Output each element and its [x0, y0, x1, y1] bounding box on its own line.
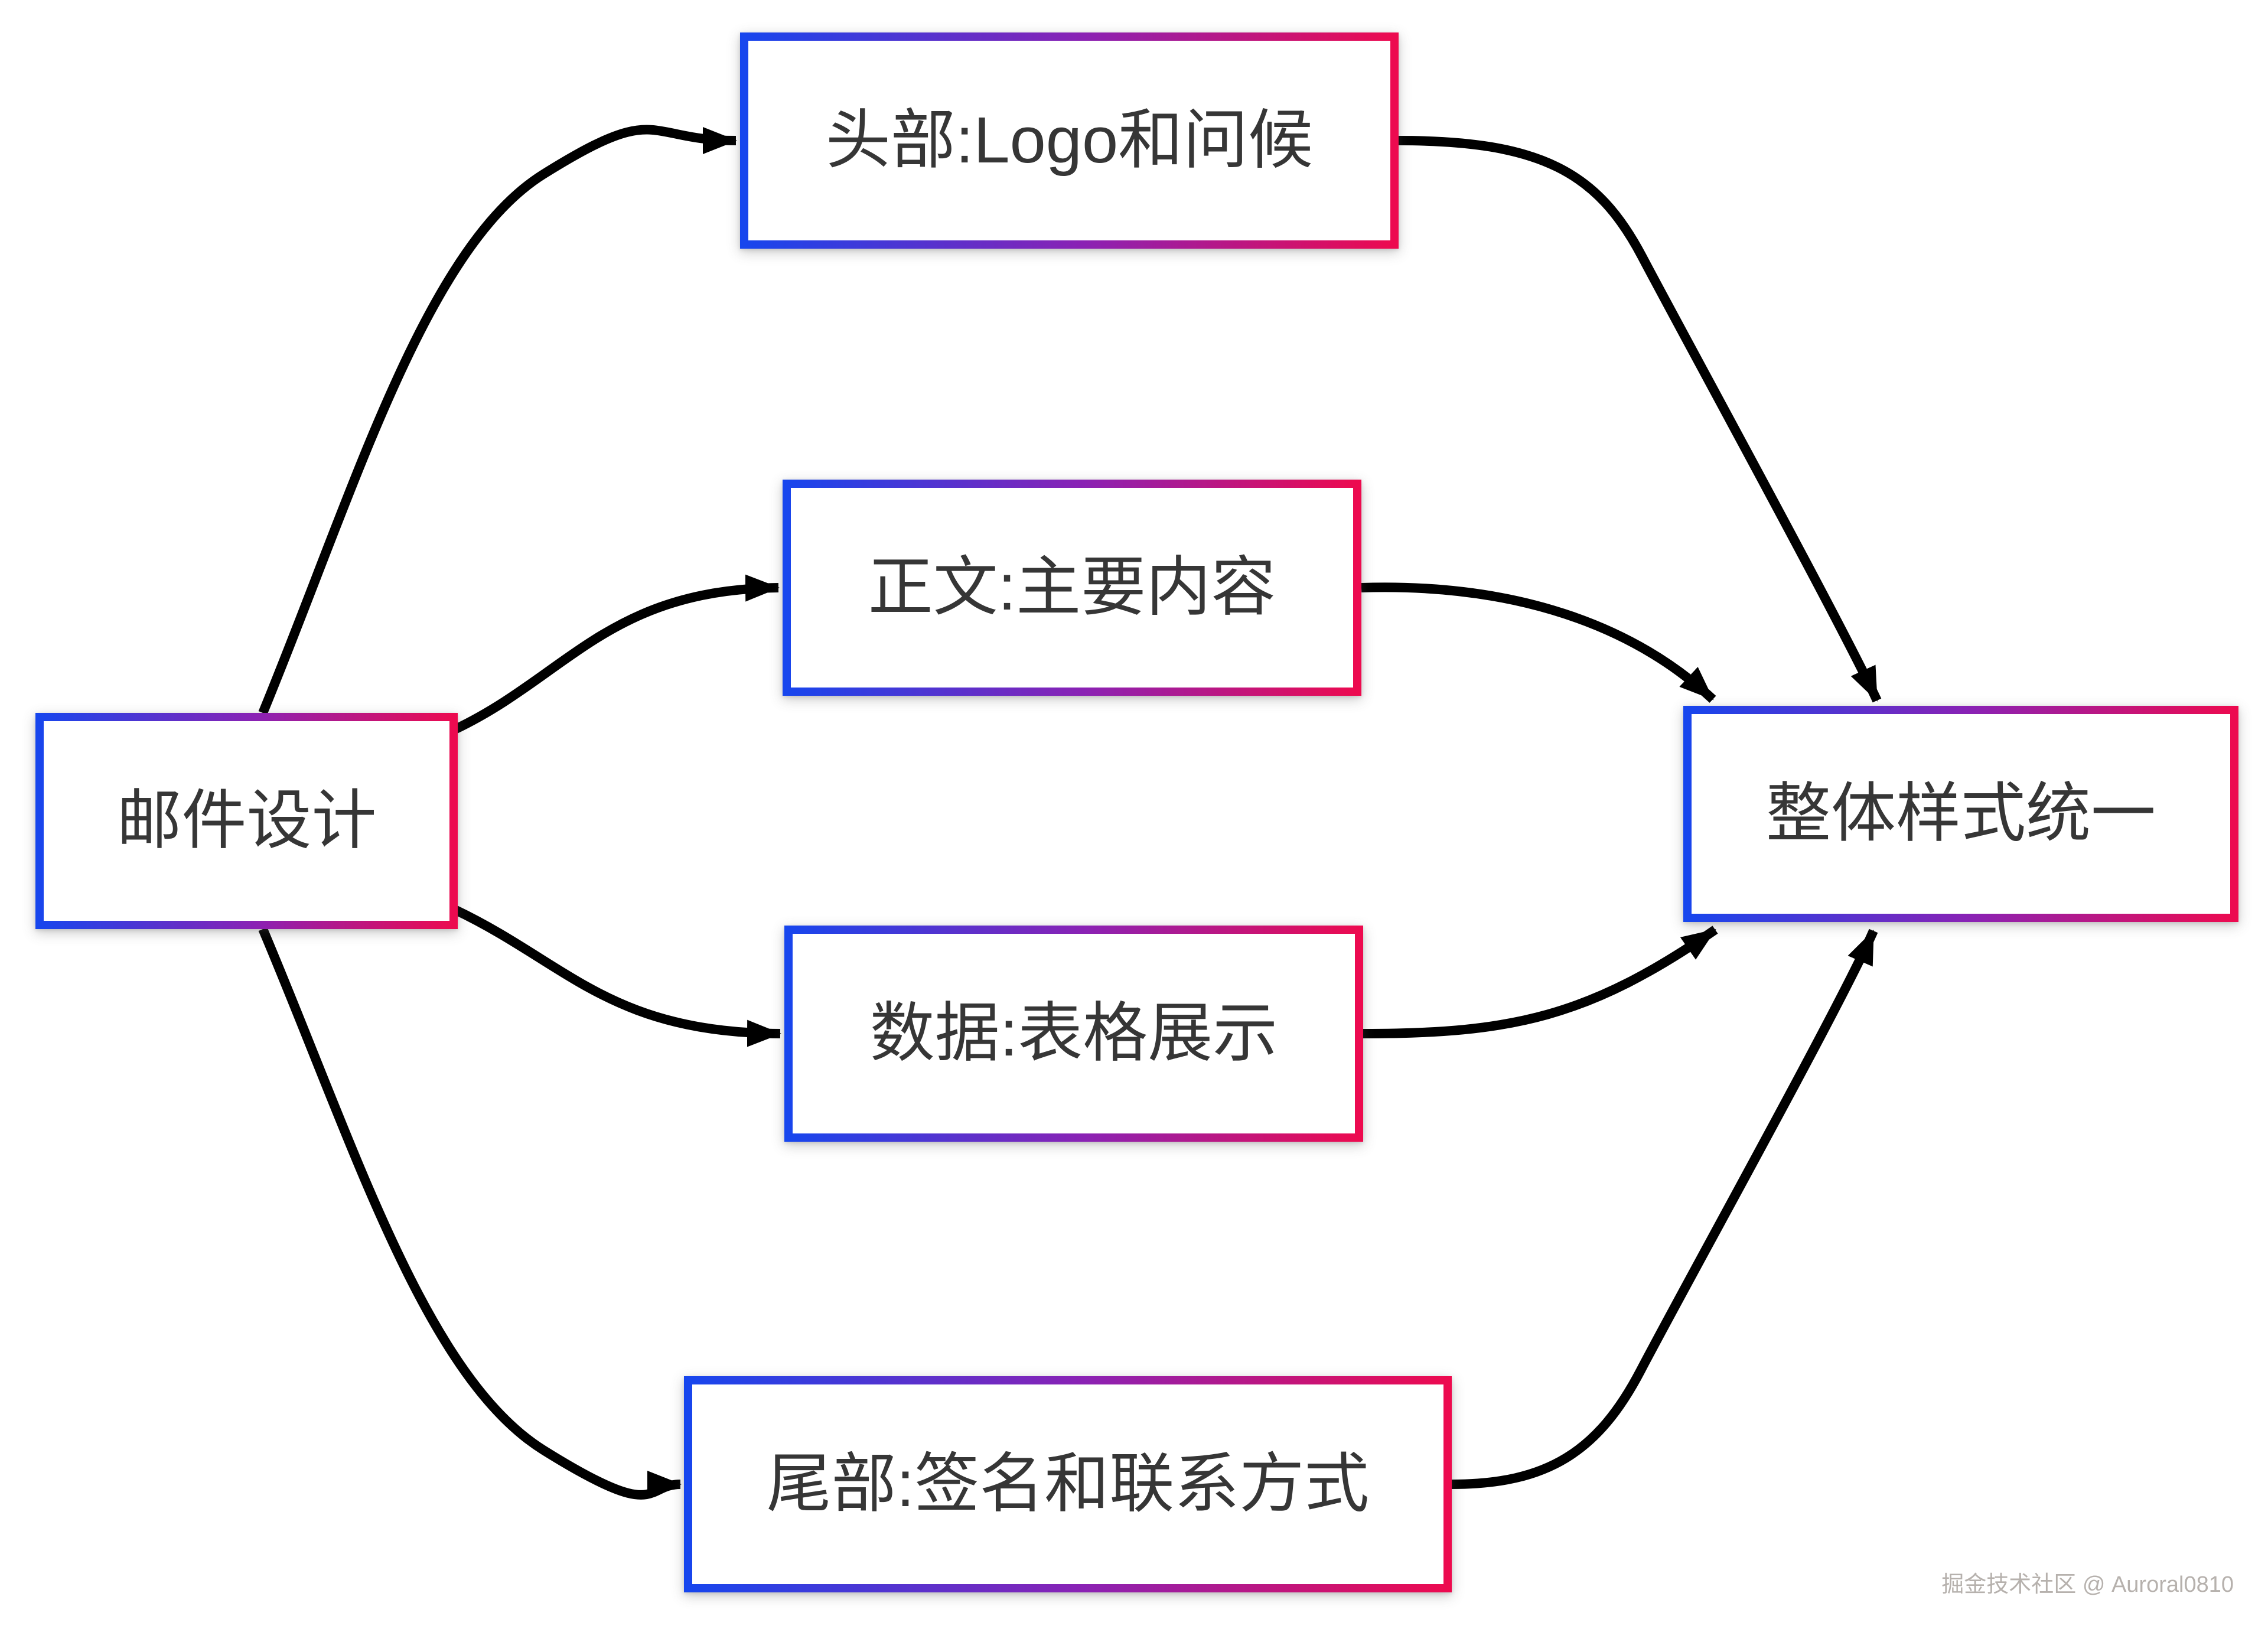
node-footer-signature-contact-label: 尾部:签名和联系方式 — [766, 1448, 1370, 1520]
edge-email-to-body — [452, 574, 780, 734]
node-header-logo-greeting-body: 头部:Logo和问候 — [748, 41, 1390, 240]
node-footer-signature-contact: 尾部:签名和联系方式 — [684, 1376, 1452, 1592]
node-email-design-label: 邮件设计 — [116, 784, 377, 857]
edge-footer-to-unified — [1451, 928, 1878, 1489]
node-unified-style-label: 整体样式统一 — [1766, 777, 2156, 850]
node-email-design: 邮件设计 — [35, 713, 458, 929]
node-header-logo-greeting: 头部:Logo和问候 — [740, 32, 1399, 249]
edge-email-to-footer — [258, 927, 682, 1500]
node-data-table-display-label: 数据:表格展示 — [869, 997, 1278, 1070]
node-footer-signature-contact-body: 尾部:签名和联系方式 — [692, 1384, 1443, 1584]
edge-header-to-unified — [1398, 136, 1882, 703]
node-unified-style-body: 整体样式统一 — [1692, 714, 2230, 914]
node-body-main-content-body: 正文:主要内容 — [791, 488, 1353, 688]
edge-email-to-header — [258, 125, 737, 715]
node-data-table-display-body: 数据:表格展示 — [793, 934, 1355, 1133]
watermark: 掘金技术社区 @ Auroral0810 — [1941, 1572, 2234, 1597]
node-email-design-body: 邮件设计 — [44, 721, 449, 921]
edge-data-to-unified — [1363, 926, 1718, 1038]
node-body-main-content: 正文:主要内容 — [783, 480, 1361, 696]
edge-email-to-data — [452, 905, 781, 1047]
node-data-table-display: 数据:表格展示 — [784, 926, 1363, 1142]
node-unified-style: 整体样式统一 — [1683, 706, 2238, 922]
node-header-logo-greeting-label: 头部:Logo和问候 — [825, 104, 1314, 177]
edge-body-to-unified — [1361, 582, 1716, 703]
node-body-main-content-label: 正文:主要内容 — [868, 551, 1276, 624]
